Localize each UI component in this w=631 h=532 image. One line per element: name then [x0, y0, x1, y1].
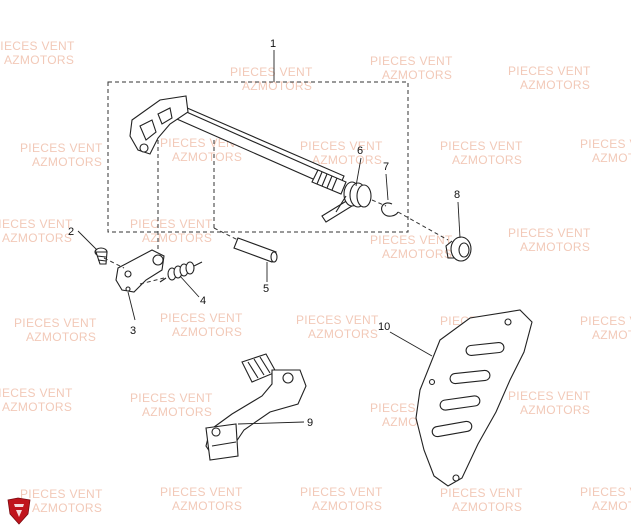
watermark-text: PIECES VENT [440, 139, 523, 153]
watermark-text: AZMOTORS [172, 150, 242, 164]
watermark-text: PIECES VENT [300, 485, 383, 499]
watermark-text: AZMOTORS [592, 328, 631, 342]
watermark-text: AZMOTORS [520, 78, 590, 92]
callout-labels: 1 2 3 4 5 6 7 8 9 10 [68, 38, 460, 429]
part-6-return-spring [321, 181, 372, 223]
watermark-text: PIECES VENT [20, 487, 103, 501]
watermark-text: PIECES VENT [580, 137, 631, 151]
callout-10: 10 [378, 321, 390, 333]
watermark-text: AZMOTORS [32, 501, 102, 515]
callout-1: 1 [270, 38, 276, 50]
callout-9: 9 [307, 417, 313, 429]
watermark-text: AZMOTORS [592, 151, 631, 165]
watermark-text: PIECES VENT [508, 389, 591, 403]
assembly-guide-lines [103, 140, 449, 285]
watermark-text: PIECES VENT [296, 313, 379, 327]
watermark-text: PIECES VENT [20, 141, 103, 155]
watermark-text: PIECES VENT [580, 314, 631, 328]
watermark-text: AZMOTORS [382, 68, 452, 82]
watermark-text: PIECES VENT [230, 65, 313, 79]
watermark-text: PIECES VENT [130, 391, 213, 405]
watermark-text: AZMOTORS [312, 153, 382, 167]
watermark-text: AZMOTORS [172, 325, 242, 339]
part-8-oil-seal [445, 236, 472, 262]
watermark-text: PIECES VENT [370, 233, 453, 247]
watermark-text: PIECES VENT [160, 311, 243, 325]
assembly-group-box [107, 81, 409, 233]
watermark-text: AZMOTORS [592, 499, 631, 513]
watermark-text: PIECES VENT [370, 54, 453, 68]
watermark-text: PIECES VENT [508, 64, 591, 78]
callout-2: 2 [68, 226, 74, 238]
part-3-stopper-lever [115, 249, 165, 293]
watermark-text: PIECES VENT [580, 485, 631, 499]
callout-6: 6 [357, 145, 363, 157]
watermark-text: PIECES VENT [508, 226, 591, 240]
watermark-text: AZMOTORS [242, 79, 312, 93]
watermark-text: AZMOTORS [26, 330, 96, 344]
watermark-text: AZMOTORS [308, 327, 378, 341]
watermark-text: AZMOTORS [452, 500, 522, 514]
watermark-text: AZMOTORS [2, 231, 72, 245]
watermark-text: PIECES VENT [0, 386, 73, 400]
callout-7: 7 [383, 161, 389, 173]
watermark-text: AZMOTORS [312, 499, 382, 513]
watermark-text: AZMOTORS [142, 405, 212, 419]
callout-3: 3 [130, 325, 136, 337]
watermark-text: AZMOTORS [520, 240, 590, 254]
watermark-text: AZMOTORS [2, 400, 72, 414]
watermark-text: PIECES VENT [14, 316, 97, 330]
watermark-text: AZMOTORS [142, 231, 212, 245]
part-9-shift-pedal [205, 353, 307, 461]
watermark-text: PIECES VENT [440, 486, 523, 500]
part-4-lever-spring [159, 261, 203, 283]
part-10-sprocket-cover [415, 309, 533, 487]
callout-4: 4 [200, 295, 206, 307]
watermark-text: AZMOTORS [452, 153, 522, 167]
watermark-text: PIECES VENT [0, 39, 75, 53]
watermark-text: PIECES VENT [0, 217, 73, 231]
watermark-text: PIECES VENT [160, 485, 243, 499]
part-7-circlip [381, 202, 399, 217]
part-1-shift-shaft [129, 95, 347, 195]
part-2-bolt [94, 247, 108, 265]
leader-lines [77, 50, 461, 425]
watermark-text: AZMOTORS [4, 53, 74, 67]
brand-shield-icon [7, 497, 31, 525]
watermark-text: AZMOTORS [520, 403, 590, 417]
watermark-text: AZMOTORS [172, 499, 242, 513]
watermark-text: AZMOTORS [32, 155, 102, 169]
watermark-text: PIECES VENT [130, 217, 213, 231]
part-5-dowel-pin [233, 237, 278, 263]
watermark-text: PIECES VENT [300, 139, 383, 153]
callout-5: 5 [263, 283, 269, 295]
watermark-text: AZMOTORS [382, 247, 452, 261]
callout-8: 8 [454, 189, 460, 201]
